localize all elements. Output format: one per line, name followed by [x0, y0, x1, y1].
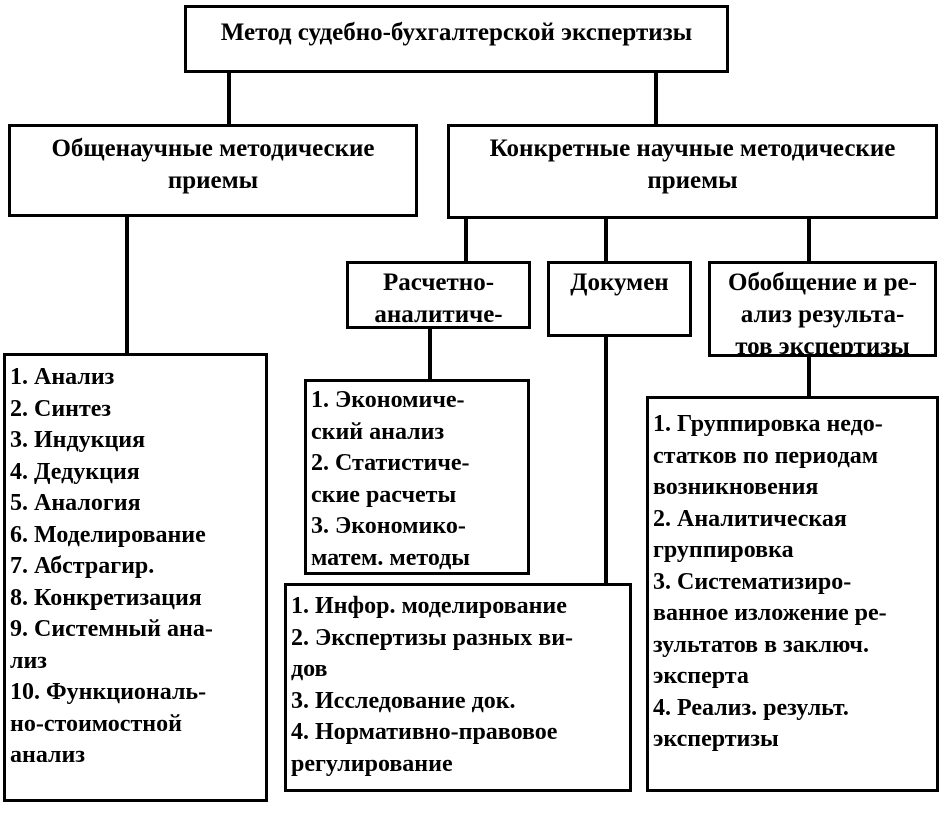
connector-root-specific [654, 72, 658, 126]
list-item: эксперта [653, 663, 749, 689]
list-item: 3. Исследование док. [291, 687, 516, 714]
summary-title-line-3: тов экспертизы [735, 333, 910, 357]
list-item: 1. Группировка недо- [653, 411, 883, 437]
connector-general-list [125, 215, 129, 355]
list-item: 4. Нормативно-правовое [291, 719, 558, 745]
summary-list: 1. Группировка недо- статков по периодам… [646, 396, 939, 792]
list-item: 3. Индукция [10, 427, 146, 453]
summary-title-line-1: Обобщение и ре- [728, 269, 917, 296]
general-methods-list: 1. Анализ 2. Синтез 3. Индукция 4. Дедук… [3, 353, 268, 802]
list-item: 6. Моделирование [10, 521, 206, 548]
list-item: ский анализ [311, 418, 445, 445]
list-item: 4. Реализ. результ. [653, 694, 849, 721]
list-item: 2. Синтез [10, 395, 112, 422]
list-item: дов [291, 656, 328, 682]
list-item: 7. Абстрагир. [10, 553, 155, 579]
list-item: но-стоимостной [10, 710, 182, 737]
general-methods-box: Общенаучные методические приемы [8, 124, 418, 217]
connector-specific-summary [807, 217, 811, 263]
list-item: 2. Аналитическая [653, 505, 847, 532]
list-item: ские расчеты [311, 481, 457, 508]
documentary-title: Докумен [570, 269, 669, 296]
list-item: 1. Инфор. моделирование [291, 593, 567, 619]
list-item: экспертизы [653, 726, 779, 752]
list-item: возникновения [653, 474, 819, 500]
connector-summary-list [807, 355, 811, 399]
list-item: 8. Конкретизация [10, 584, 202, 611]
specific-methods-title-line-1: Конкретные научные методические [489, 135, 896, 162]
calc-analytic-title-line-1: Расчетно- [382, 269, 495, 296]
list-item: 1. Анализ [10, 364, 115, 390]
documentary-box: Докумен [547, 261, 692, 337]
list-item: 5. Аналогия [10, 490, 141, 516]
connector-root-general [227, 72, 231, 126]
specific-methods-title-line-2: приемы [647, 167, 738, 194]
general-methods-title-line-1: Общенаучные методические [51, 135, 375, 162]
connector-calc-list [428, 327, 432, 382]
documentary-list: 1. Инфор. моделирование 2. Экспертизы ра… [284, 583, 632, 792]
calc-analytic-box: Расчетно- аналитиче- [346, 261, 531, 329]
connector-specific-doc [604, 217, 608, 263]
list-item: ванное изложение ре- [653, 600, 887, 626]
list-item: 9. Системный ана- [10, 616, 213, 642]
root-method-label: Метод судебно-бухгалтерской экспертизы [220, 19, 693, 46]
list-item: 10. Функциональ- [10, 679, 207, 705]
list-item: анализ [10, 742, 85, 768]
general-methods-title-line-2: приемы [167, 167, 259, 194]
connector-doc-list [604, 335, 608, 585]
list-item: 3. Экономико- [311, 513, 466, 539]
list-item: 2. Статистиче- [311, 450, 470, 476]
list-item: 4. Дедукция [10, 458, 140, 485]
list-item: матем. методы [311, 544, 471, 571]
summary-title-line-2: ализ результа- [740, 301, 905, 328]
root-method-box: Метод судебно-бухгалтерской экспертизы [184, 5, 729, 73]
specific-methods-box: Конкретные научные методические приемы [447, 124, 938, 219]
list-item: 1. Экономиче- [311, 387, 465, 413]
calc-analytic-title-line-2: аналитиче- [374, 301, 503, 328]
list-item: статков по периодам [653, 442, 879, 469]
connector-specific-calc [464, 217, 468, 263]
list-item: 2. Экспертизы разных ви- [291, 624, 574, 651]
calc-analytic-list: 1. Экономиче- ский анализ 2. Статистиче-… [304, 379, 530, 575]
list-item: группировка [653, 537, 794, 563]
list-item: регулирование [291, 750, 453, 777]
list-item: зультатов в заключ. [653, 631, 869, 658]
list-item: 3. Систематизиро- [653, 568, 852, 595]
list-item: лиз [10, 647, 47, 674]
summary-box: Обобщение и ре- ализ результа- тов экспе… [708, 261, 937, 357]
